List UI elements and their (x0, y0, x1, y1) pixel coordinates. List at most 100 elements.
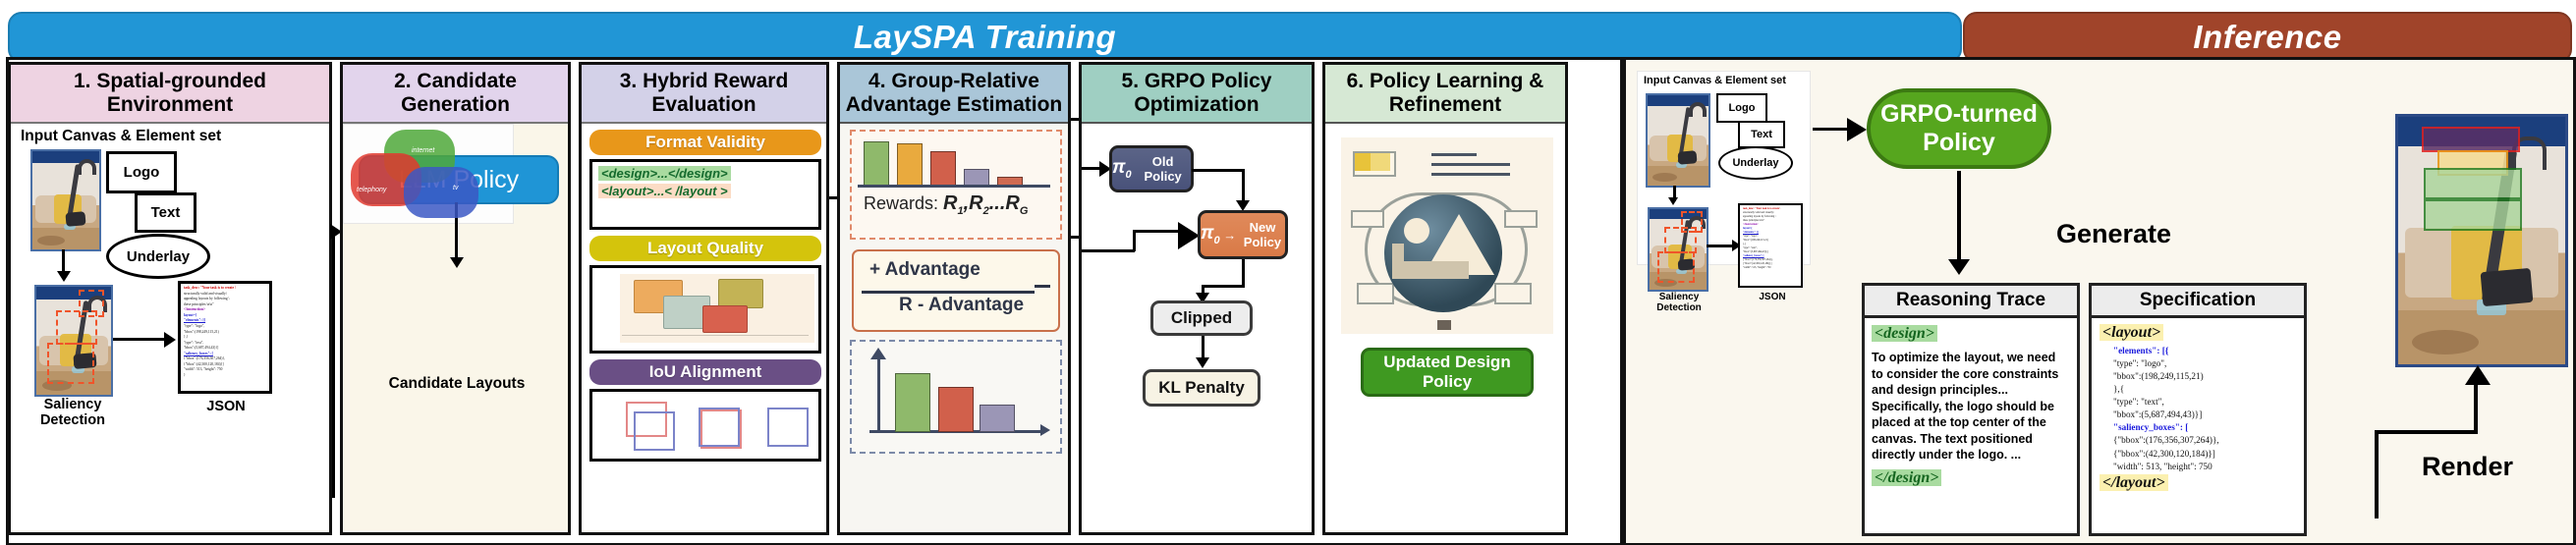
json-line: "saliency_boxes": [ (1743, 254, 1764, 258)
json-line: appealing layouts by following \ (184, 297, 230, 301)
reasoning-body: To optimize the layout, we need to consi… (1872, 351, 2059, 462)
arrow-llm-to-candidates (455, 202, 458, 259)
venn-label-telephony: telephony (357, 187, 387, 193)
advantage-denominator: R - Advantage (899, 295, 1025, 315)
json-line: "bbox":(5,687,494,43)}] (184, 346, 219, 351)
pi-new-policy-node[interactable]: π0 → New Policy (1198, 210, 1288, 259)
reward-bar-format-validity[interactable]: Format Validity (589, 130, 821, 155)
specification-close-tag: </layout> (2100, 473, 2298, 492)
json-line: "saliency_boxes": [ (184, 351, 213, 355)
inference-json-caption: JSON (1759, 292, 1786, 302)
arrow-new-to-clipped-head (1196, 293, 1209, 303)
arrow-old-to-new-v (1242, 169, 1245, 202)
advantage-bar (938, 387, 974, 432)
reasoning-close-tag: </design> (1872, 468, 2070, 487)
stage-4-body: Rewards: R1,R2...RG + Advantage R - Adva… (840, 124, 1068, 530)
render-label: Render (2422, 452, 2514, 481)
pi-old-symbol: π0 (1112, 157, 1132, 181)
connector-1-2-head (330, 224, 342, 240)
saliency-detection-caption: Saliency Detection (39, 397, 106, 428)
arrow-input-to-grpo (1813, 128, 1854, 131)
advantage-formula-box: + Advantage R - Advantage (852, 249, 1060, 332)
candidate-layouts-caption: Candidate Layouts (388, 375, 526, 392)
advantage-bar (980, 405, 1015, 432)
arrow-into-pi-old (1082, 167, 1105, 170)
grpo-turned-policy-node[interactable]: GRPO-turned Policy (1867, 88, 2051, 169)
inference-element-logo: Logo (1716, 93, 1767, 123)
arrow-new-to-clipped-h (1202, 285, 1245, 288)
stage-4-group-relative-advantage-estimation: 4. Group-Relative Advantage Estimation R… (837, 62, 1071, 535)
arrow-generate-head (1948, 259, 1970, 275)
reward-bar (897, 143, 923, 187)
stage-1-body: Input Canvas & Element set Logo Text Und… (11, 124, 329, 530)
saliency-photo (34, 285, 113, 397)
spec-line: "saliency_boxes": [ (2113, 422, 2189, 433)
advantage-chart-frame (850, 340, 1062, 454)
arrow-to-saliency (62, 249, 65, 273)
stage-2-candidate-generation: 2. Candidate Generation LLM Policy inter… (340, 62, 571, 535)
kl-penalty-node[interactable]: KL Penalty (1143, 369, 1260, 407)
arrow-to-json-head (164, 332, 176, 348)
json-line: </instruction> (184, 307, 205, 312)
specification-panel: Specification <layout> "elements": [{ "t… (2089, 283, 2307, 536)
stage-5-title: 5. GRPO Policy Optimization (1082, 65, 1312, 124)
connector-4-5-top (1071, 118, 1083, 121)
connector-4-5-mid (1071, 236, 1083, 239)
iou-alignment-panel (589, 389, 821, 462)
json-line: "width": 513, "height": 750 (184, 367, 223, 372)
venn-label-internet: internet (412, 147, 435, 154)
reasoning-trace-header: Reasoning Trace (1865, 286, 2077, 318)
pi-new-symbol: π0 (1201, 223, 1220, 246)
json-line: {"bbox":(42,300,120,184)}] (1743, 262, 1772, 266)
rendered-layout-photo (2395, 114, 2568, 367)
rewards-chart-frame: Rewards: R1,R2...RG (850, 130, 1062, 240)
spec-line: "elements": [{ (2113, 346, 2169, 355)
json-line: "bbox":(198,249,115,21) (1743, 239, 1768, 243)
arrow-reward-in-h2 (1133, 230, 1184, 233)
spec-line: },{ (2113, 384, 2125, 395)
json-line: "type": "text", (1743, 246, 1758, 250)
inference-input-label: Input Canvas & Element set (1644, 75, 1786, 86)
arrow-generate (1957, 171, 1961, 265)
inference-canvas-photo (1646, 93, 1710, 188)
stage-4-title: 4. Group-Relative Advantage Estimation (840, 65, 1068, 124)
json-line: {"bbox":(42,300,120,184)}] (184, 361, 224, 366)
stage-5-grpo-policy-optimization: 5. GRPO Policy Optimization π0 Old Polic… (1079, 62, 1315, 535)
inference-element-text: Text (1738, 121, 1785, 148)
json-line: },{ (184, 335, 189, 340)
updated-design-policy-node[interactable]: Updated Design Policy (1361, 348, 1534, 397)
json-line: } (184, 373, 186, 377)
render-box-underlay (2422, 127, 2520, 152)
json-line: layout={ (184, 312, 197, 317)
layout-tag: <layout>...< /layout > (598, 184, 812, 198)
arrow-input-to-grpo-head (1847, 118, 1867, 141)
reasoning-trace-panel: Reasoning Trace <design> To optimize the… (1862, 283, 2080, 536)
json-line: "width": 513, "height": 750 (1743, 266, 1771, 270)
reward-bar (930, 151, 956, 187)
reward-bar-iou-alignment[interactable]: IoU Alignment (589, 359, 821, 385)
connector-1-2-vertical (332, 231, 335, 498)
arrow-to-render-h (2375, 430, 2477, 434)
inference-saliency-caption: Saliency Detection (1656, 292, 1702, 313)
inference-arrow-to-json-head (1732, 240, 1741, 251)
arrow-to-render-stub (2375, 430, 2379, 518)
arrow-clipped-to-kl (1202, 336, 1204, 359)
reward-bar (864, 141, 889, 187)
inference-input-panel: Input Canvas & Element set Logo Text Und… (1637, 71, 1811, 313)
rewards-formula: Rewards: R1,R2...RG (864, 192, 1029, 217)
advantage-numerator: + Advantage (869, 259, 980, 280)
specification-open-tag: <layout> (2100, 324, 2298, 342)
inference-arrow-to-saliency-head (1668, 197, 1678, 205)
pi-old-policy-node[interactable]: π0 Old Policy (1109, 145, 1194, 192)
reward-bar-layout-quality[interactable]: Layout Quality (589, 236, 821, 261)
inference-arrow-to-json (1707, 245, 1734, 247)
reasoning-open-tag: <design> (1872, 325, 2070, 343)
json-line: "elements": [{ (184, 318, 206, 323)
stage-3-title: 3. Hybrid Reward Evaluation (582, 65, 826, 124)
json-line: layout={ (1743, 227, 1753, 231)
json-line: appealing layouts by following \ (1743, 215, 1776, 219)
specification-header: Specification (2092, 286, 2304, 318)
clipped-node[interactable]: Clipped (1150, 300, 1253, 336)
inference-saliency-photo (1648, 207, 1708, 292)
spec-line: "type": "logo", (2113, 358, 2167, 369)
